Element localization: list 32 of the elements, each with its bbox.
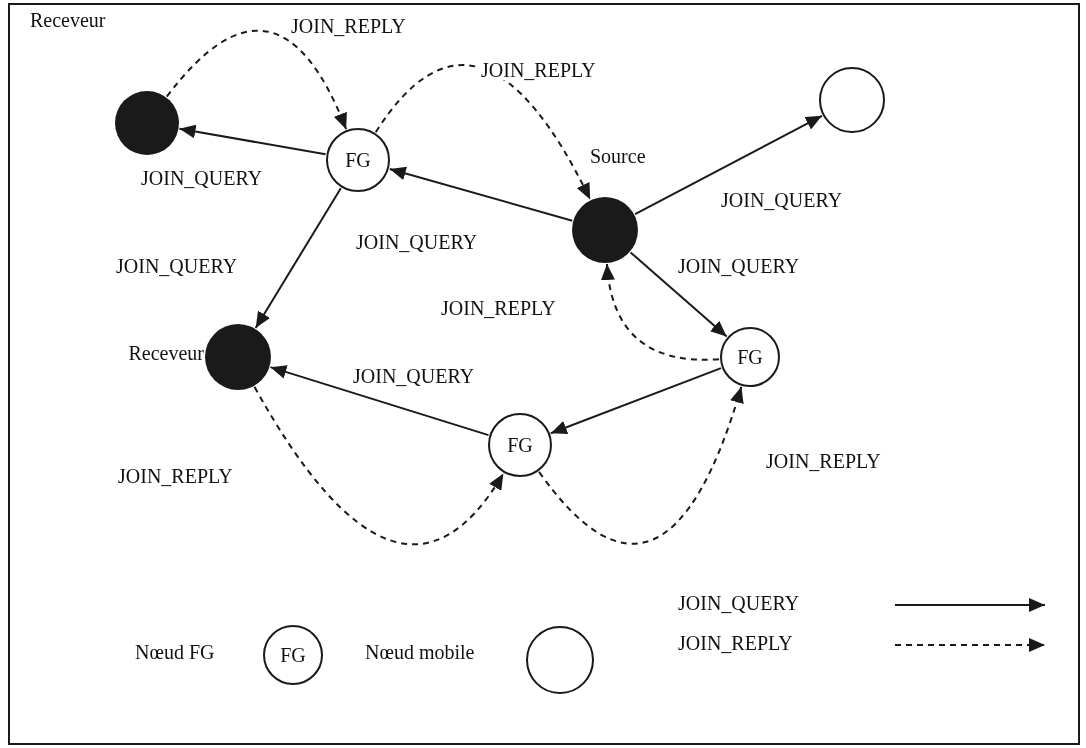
dashed-arrow	[538, 385, 744, 545]
arrow	[178, 124, 327, 156]
edge-label: JOIN_QUERY	[115, 256, 239, 276]
arrow	[629, 251, 728, 338]
arrow	[254, 187, 342, 329]
node-caption: Nœud mobile	[365, 642, 475, 662]
edge-label: JOIN_REPLY	[480, 60, 597, 80]
edge-label: JOIN_REPLY	[440, 298, 557, 318]
edge-label: JOIN_QUERY	[677, 256, 801, 276]
node-label: FG	[345, 150, 371, 170]
edge-label: JOIN_QUERY	[140, 168, 264, 188]
node-caption: Nœud FG	[135, 642, 215, 662]
dashed-arrow	[165, 30, 348, 131]
node-label: FG	[507, 435, 533, 455]
legend-label: JOIN_REPLY	[678, 633, 793, 653]
node-caption: Receveur	[128, 343, 204, 363]
dashed-arrow	[253, 385, 505, 546]
edge-label: JOIN_REPLY	[765, 451, 882, 471]
legend-label: JOIN_QUERY	[678, 593, 800, 613]
dashed-arrow	[601, 262, 721, 361]
edge-label: JOIN_QUERY	[355, 232, 479, 252]
node-label: FG	[737, 347, 763, 367]
edge-label: JOIN_QUERY	[352, 366, 476, 386]
node-label: FG	[280, 645, 306, 665]
arrow	[269, 365, 490, 437]
node-caption: Receveur	[30, 10, 106, 30]
dashed-arrow	[374, 64, 592, 201]
edge-label: JOIN_REPLY	[290, 16, 407, 36]
node-caption: Source	[590, 146, 646, 166]
arrow	[634, 114, 823, 216]
edge-label: JOIN_REPLY	[117, 466, 234, 486]
edge-label: JOIN_QUERY	[720, 190, 844, 210]
